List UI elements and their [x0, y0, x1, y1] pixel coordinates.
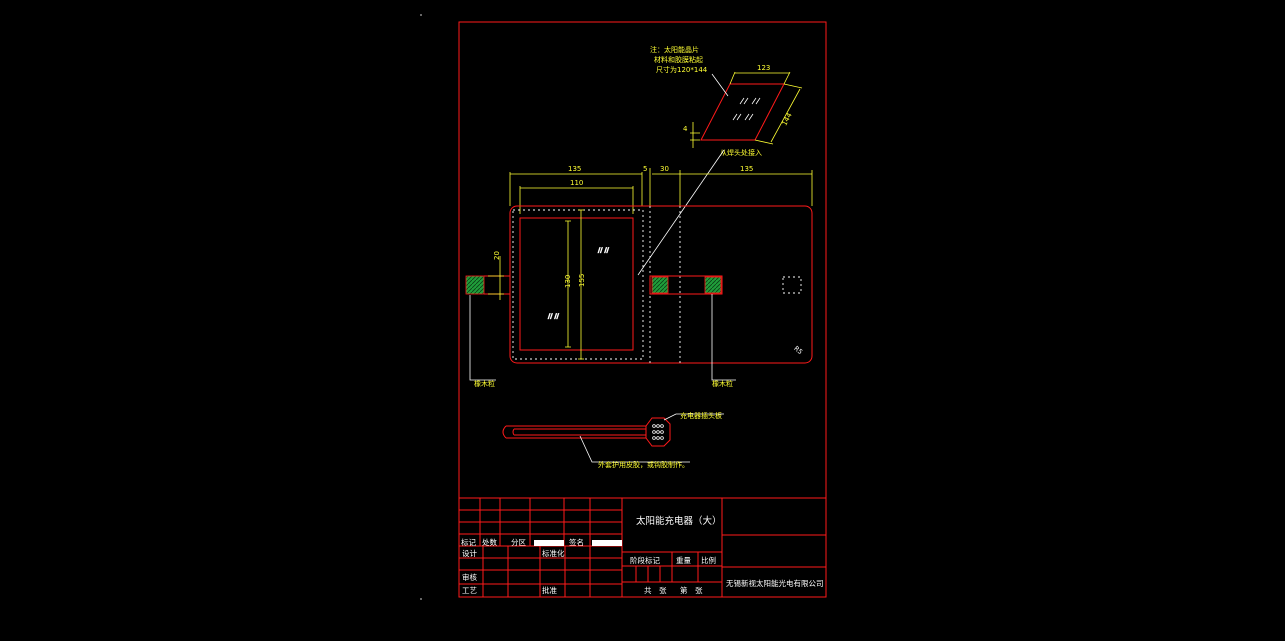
window-opening [519, 217, 634, 351]
tb-design: 设计 [462, 548, 477, 558]
solar-panel-view: 123 144 4 注：太阳能晶片 材料和胶膜粘起 尺寸为120*144 从焊头… [650, 45, 803, 157]
charger-body-view: R5 // // // // 130 155 [509, 205, 813, 364]
connector-label: 充电器插头板 [680, 411, 722, 420]
tb-mark: 标记 [461, 537, 476, 547]
strap-slot [649, 275, 723, 295]
panel-glass-marks [732, 97, 761, 121]
dim-clip-height: 20 [493, 251, 501, 260]
tb-review: 审核 [462, 572, 477, 582]
tb-craft: 工艺 [462, 586, 477, 595]
tb-zone: 分区 [511, 538, 526, 547]
dim-spine-width: 30 [660, 165, 669, 173]
dim-right-width: 135 [740, 165, 753, 173]
dim-panel-thickness: 4 [683, 125, 688, 133]
panel-note-line-2: 材料和胶膜粘起 [654, 55, 703, 64]
snap-button-mark [782, 276, 802, 294]
dim-hinge-gap: 5 [643, 165, 647, 173]
tb-stage: 阶段标记 [630, 555, 660, 565]
tb-weight: 重量 [676, 556, 691, 565]
dim-left-width: 135 [568, 165, 581, 173]
tb-sheet-no: 第 张 [680, 585, 703, 595]
drawing-frame [458, 21, 827, 598]
tb-sign: 签名 [569, 537, 584, 547]
glass-mark-2: // // [548, 312, 560, 320]
dim-inner-height: 155 [578, 274, 586, 287]
left-clip-label: 橡木粒 [474, 379, 495, 388]
panel-note-line-1: 注：太阳能晶片 [650, 45, 699, 54]
tb-count: 处数 [482, 537, 497, 547]
panel-note-line-3: 尺寸为120*144 [656, 65, 708, 74]
left-clip-view: 20 橡木粒 [465, 251, 510, 388]
corner-radius-mark: R5 [792, 344, 804, 356]
dim-panel-width: 123 [757, 64, 770, 72]
body-outline [509, 205, 813, 364]
cable-label: 外套护用皮胶，或钩胶制作。 [598, 460, 689, 469]
glass-mark-1: // // [598, 246, 610, 254]
title-block: 标记 处数 分区 签名 设计 标准化 审核 工艺 批准 太阳能充电器（大） 阶段… [459, 497, 826, 597]
main-dimensions: 135 110 5 30 135 [509, 165, 813, 214]
right-clip-label: 橡木粒 [712, 379, 733, 388]
charging-cable-view: 充电器插头板 外套护用皮胶，或钩胶制作。 [502, 411, 724, 469]
dim-panel-height: 144 [780, 111, 794, 127]
right-clip-leader [711, 294, 736, 381]
tb-scale: 比例 [701, 555, 716, 565]
tb-approve: 批准 [542, 585, 557, 595]
drawing-title: 太阳能充电器（大） [636, 515, 722, 527]
connector-head [645, 417, 671, 447]
tb-standardize: 标准化 [542, 548, 565, 558]
panel-leader-line [637, 149, 725, 276]
dim-window-width: 110 [570, 179, 583, 187]
connector-pins [652, 424, 664, 440]
tb-sheets-total: 共 张 [644, 586, 667, 595]
dim-window-height: 130 [564, 275, 572, 288]
right-clip-block [704, 276, 722, 294]
spine-clip-block [651, 276, 669, 294]
left-clip-block [465, 275, 485, 295]
company-name: 无锡新视太阳能光电有限公司 [726, 578, 824, 588]
panel-label: 从焊头处接入 [720, 148, 762, 157]
